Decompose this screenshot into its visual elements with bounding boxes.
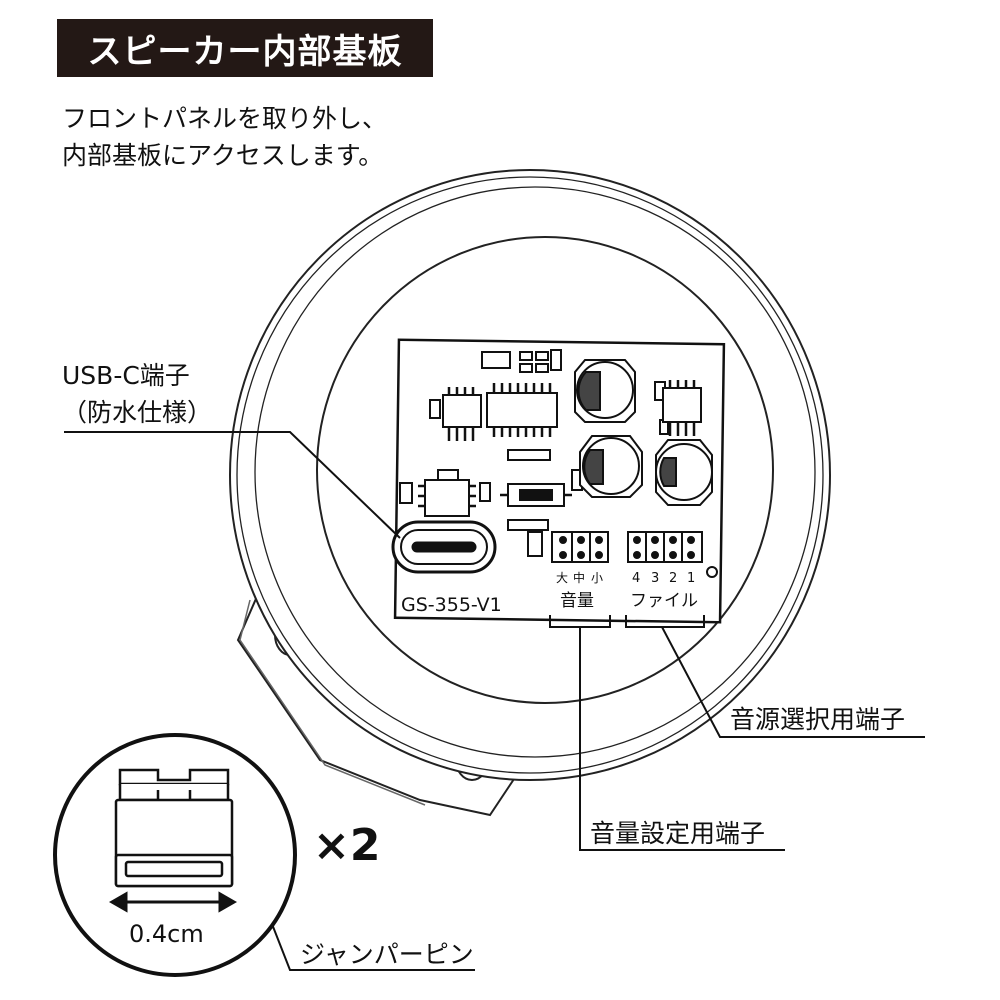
- volume-jumper-header: [551, 531, 609, 563]
- intro-line-2: 内部基板にアクセスします。: [62, 141, 384, 170]
- volume-level-large: 大: [556, 571, 568, 585]
- jumper-pin-callout-label: ジャンパーピン: [300, 940, 474, 969]
- file-jumper-header: [627, 531, 718, 578]
- intro-line-1: フロントパネルを取り外し、: [62, 104, 388, 133]
- board-model-label: GS-355-V1: [401, 594, 502, 616]
- quantity-label: ×2: [313, 820, 381, 871]
- file-number-2: 2: [669, 571, 677, 586]
- file-board-label: ファイル: [630, 591, 698, 611]
- volume-setting-callout-label: 音量設定用端子: [590, 819, 766, 848]
- jumper-width-label: 0.4cm: [129, 920, 204, 948]
- usb-c-label-line-2: （防水仕様）: [62, 398, 213, 427]
- file-number-4: 4: [632, 571, 640, 586]
- callout-leader-lines: [64, 431, 925, 971]
- page-title: スピーカー内部基板: [57, 19, 433, 77]
- usb-c-label-line-1: USB-C端子: [62, 361, 190, 390]
- volume-level-small: 小: [591, 571, 603, 585]
- usb-c-callout-label: USB-C端子 （防水仕様）: [62, 357, 212, 431]
- file-number-1: 1: [687, 571, 695, 586]
- pcb-board: GS-355-V1 大 中 小 音量 4 3 2 1 ファイル: [391, 338, 726, 628]
- jumper-magnifier: 0.4cm: [53, 733, 297, 977]
- volume-board-label: 音量: [560, 591, 594, 611]
- intro-text: フロントパネルを取り外し、 内部基板にアクセスします。: [62, 100, 387, 174]
- source-select-callout-label: 音源選択用端子: [730, 705, 906, 734]
- volume-level-medium: 中: [573, 570, 585, 585]
- usb-c-port: [391, 520, 497, 574]
- file-number-3: 3: [651, 571, 659, 586]
